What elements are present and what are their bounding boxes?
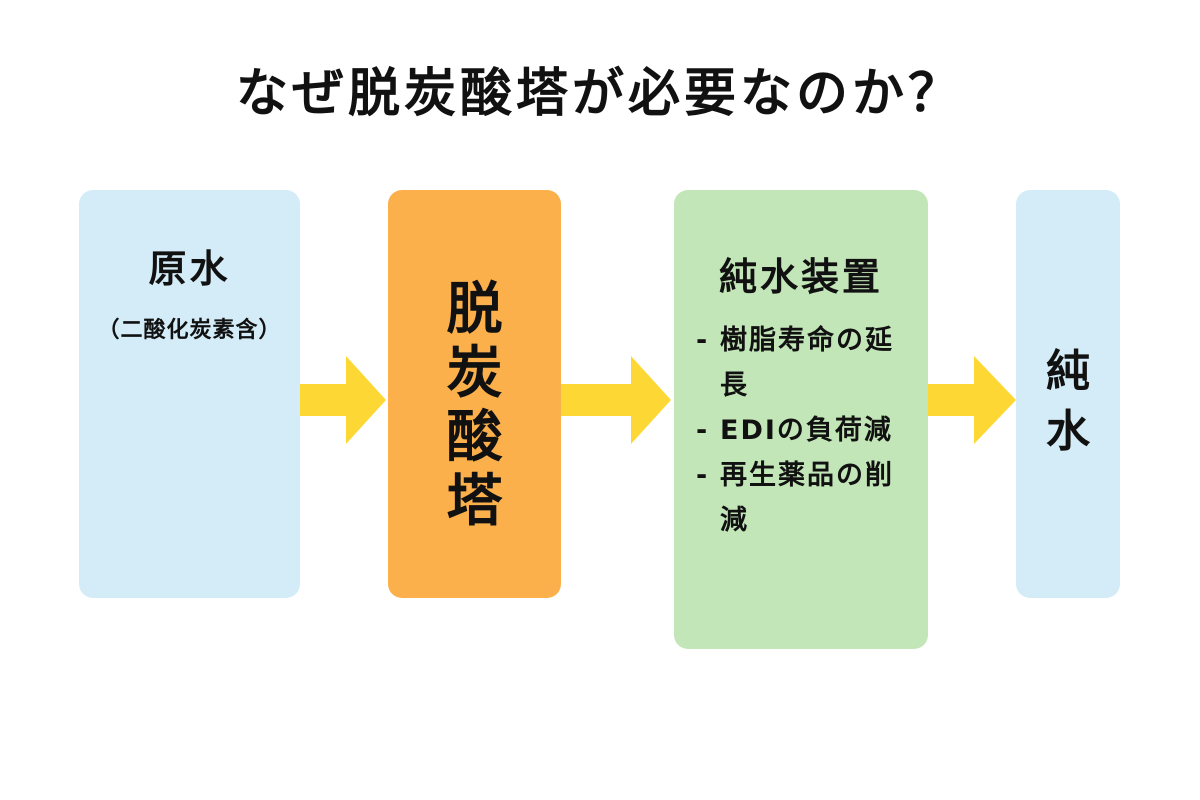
decarbonation-tower-char: 脱 <box>446 277 503 342</box>
page-title: なぜ脱炭酸塔が必要なのか？ <box>235 64 964 124</box>
pure-water-char: 水 <box>1046 406 1090 457</box>
benefit-item: - EDIの負荷減 <box>696 408 916 453</box>
benefit-item: - 樹脂寿命の延長 <box>696 318 916 408</box>
raw-water-title: 原水 <box>148 247 231 291</box>
flow-arrow-3 <box>928 356 1016 444</box>
pure-water-label: 純 水 <box>1016 342 1120 462</box>
benefit-dash: - <box>696 460 708 491</box>
flow-arrow-1 <box>300 356 386 444</box>
benefit-dash: - <box>696 415 708 446</box>
pure-water-unit-box: 純水装置 - 樹脂寿命の延長 - EDIの負荷減 - 再生薬品の削減 <box>674 190 928 649</box>
benefit-text: EDIの負荷減 <box>720 415 893 446</box>
benefits-list: - 樹脂寿命の延長 - EDIの負荷減 - 再生薬品の削減 <box>696 318 916 543</box>
benefit-item: - 再生薬品の削減 <box>696 453 916 543</box>
raw-water-subtitle: （二酸化炭素含） <box>97 318 282 343</box>
decarbonation-tower-char: 塔 <box>446 469 503 534</box>
benefit-text: 再生薬品の削減 <box>720 460 894 536</box>
decarbonation-tower-char: 炭 <box>446 341 503 406</box>
raw-water-box: 原水 （二酸化炭素含） <box>79 190 300 598</box>
benefit-dash: - <box>696 325 708 356</box>
pure-water-box: 純 水 <box>1016 190 1120 598</box>
decarbonation-tower-box: 脱 炭 酸 塔 <box>388 190 561 598</box>
pure-water-char: 純 <box>1046 346 1090 397</box>
decarbonation-tower-label: 脱 炭 酸 塔 <box>388 278 561 534</box>
pure-water-unit-title: 純水装置 <box>718 255 883 299</box>
decarbonation-tower-char: 酸 <box>446 405 503 470</box>
flow-arrow-2 <box>561 356 671 444</box>
benefit-text: 樹脂寿命の延長 <box>720 325 894 401</box>
